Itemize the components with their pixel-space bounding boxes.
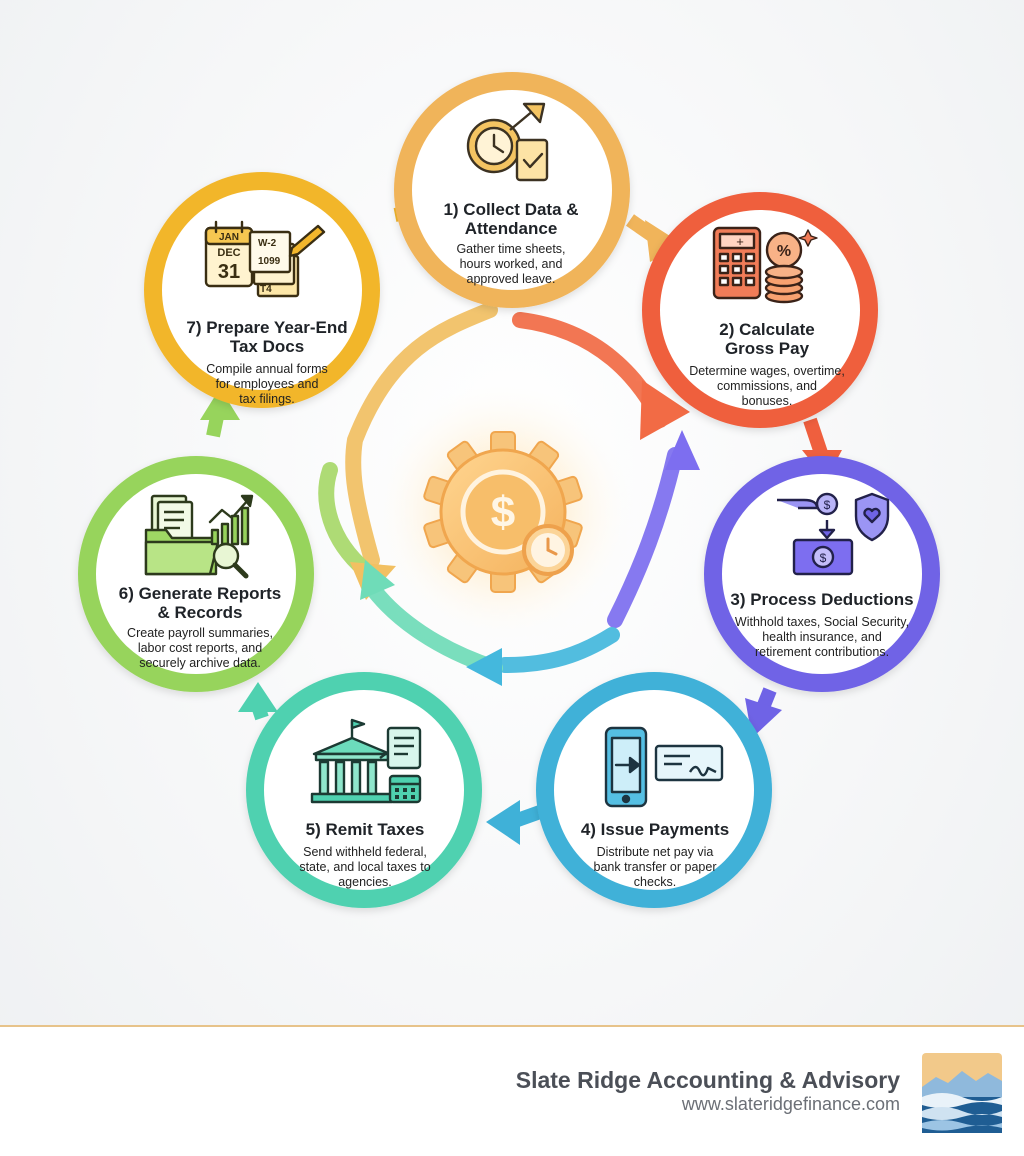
- step-5-desc: Send withheld federal,state, and local t…: [299, 845, 431, 889]
- company-name: Slate Ridge Accounting & Advisory: [515, 1067, 900, 1093]
- step-2-circle: [660, 210, 860, 410]
- center-dollar-symbol: $: [491, 488, 515, 537]
- svg-text:DEC: DEC: [217, 247, 240, 259]
- inner-swirl-arrows: [318, 302, 683, 676]
- mountain-waves-logo: [922, 1053, 1002, 1133]
- step-3-desc: Withhold taxes, Social Security,health i…: [734, 615, 910, 659]
- step-6-title: 6) Generate Reports& Records: [118, 584, 282, 622]
- deduction-shield-icon: $ $: [777, 492, 890, 576]
- payroll-cycle-diagram: $ + %: [78, 72, 940, 908]
- svg-text:T4: T4: [260, 284, 272, 295]
- svg-text:$: $: [820, 551, 827, 565]
- government-building-icon: [310, 718, 422, 804]
- step-1-title: 1) Collect Data &Attendance: [443, 200, 579, 238]
- step-5-title: 5) Remit Taxes: [305, 820, 425, 839]
- step-2-desc: Determine wages, overtime,commissions, a…: [689, 364, 845, 408]
- svg-text:1099: 1099: [258, 256, 281, 267]
- step-3-text: 3) Process Deductions Withhold taxes, So…: [722, 590, 922, 660]
- folder-chart-icon: [144, 494, 254, 579]
- calendar-forms-icon: JAN DEC 31 W-2 1099 T4: [204, 220, 326, 298]
- phone-check-icon: [604, 726, 724, 808]
- svg-text:$: $: [824, 498, 831, 512]
- svg-text:JAN: JAN: [219, 232, 239, 243]
- step-3-title: 3) Process Deductions: [730, 590, 914, 609]
- step-4-text: 4) Issue Payments Distribute net pay via…: [560, 820, 750, 890]
- svg-text:+: +: [736, 234, 744, 249]
- calculator-coins-icon: + %: [712, 226, 818, 304]
- company-website[interactable]: www.slateridgefinance.com: [681, 1094, 900, 1114]
- center-gear-icon: $: [423, 431, 583, 593]
- step-5-text: 5) Remit Taxes Send withheld federal,sta…: [270, 820, 460, 890]
- center-clock-icon: [522, 524, 574, 576]
- step-circles: [78, 72, 940, 908]
- step-4-circle: [554, 690, 754, 890]
- clock-document-icon: [466, 102, 549, 182]
- step-6-text: 6) Generate Reports& Records Create payr…: [100, 584, 300, 671]
- svg-text:%: %: [777, 243, 791, 260]
- svg-text:31: 31: [218, 261, 240, 283]
- inner-arrow-heads: [350, 380, 700, 686]
- step-6-desc: Create payroll summaries,labor cost repo…: [127, 626, 273, 670]
- step-4-title: 4) Issue Payments: [580, 820, 730, 839]
- svg-text:W-2: W-2: [258, 238, 277, 249]
- step-1-circle: [412, 90, 612, 290]
- footer: Slate Ridge Accounting & Advisory www.sl…: [0, 1025, 1024, 1156]
- step-1-text: 1) Collect Data &Attendance Gather time …: [416, 200, 606, 287]
